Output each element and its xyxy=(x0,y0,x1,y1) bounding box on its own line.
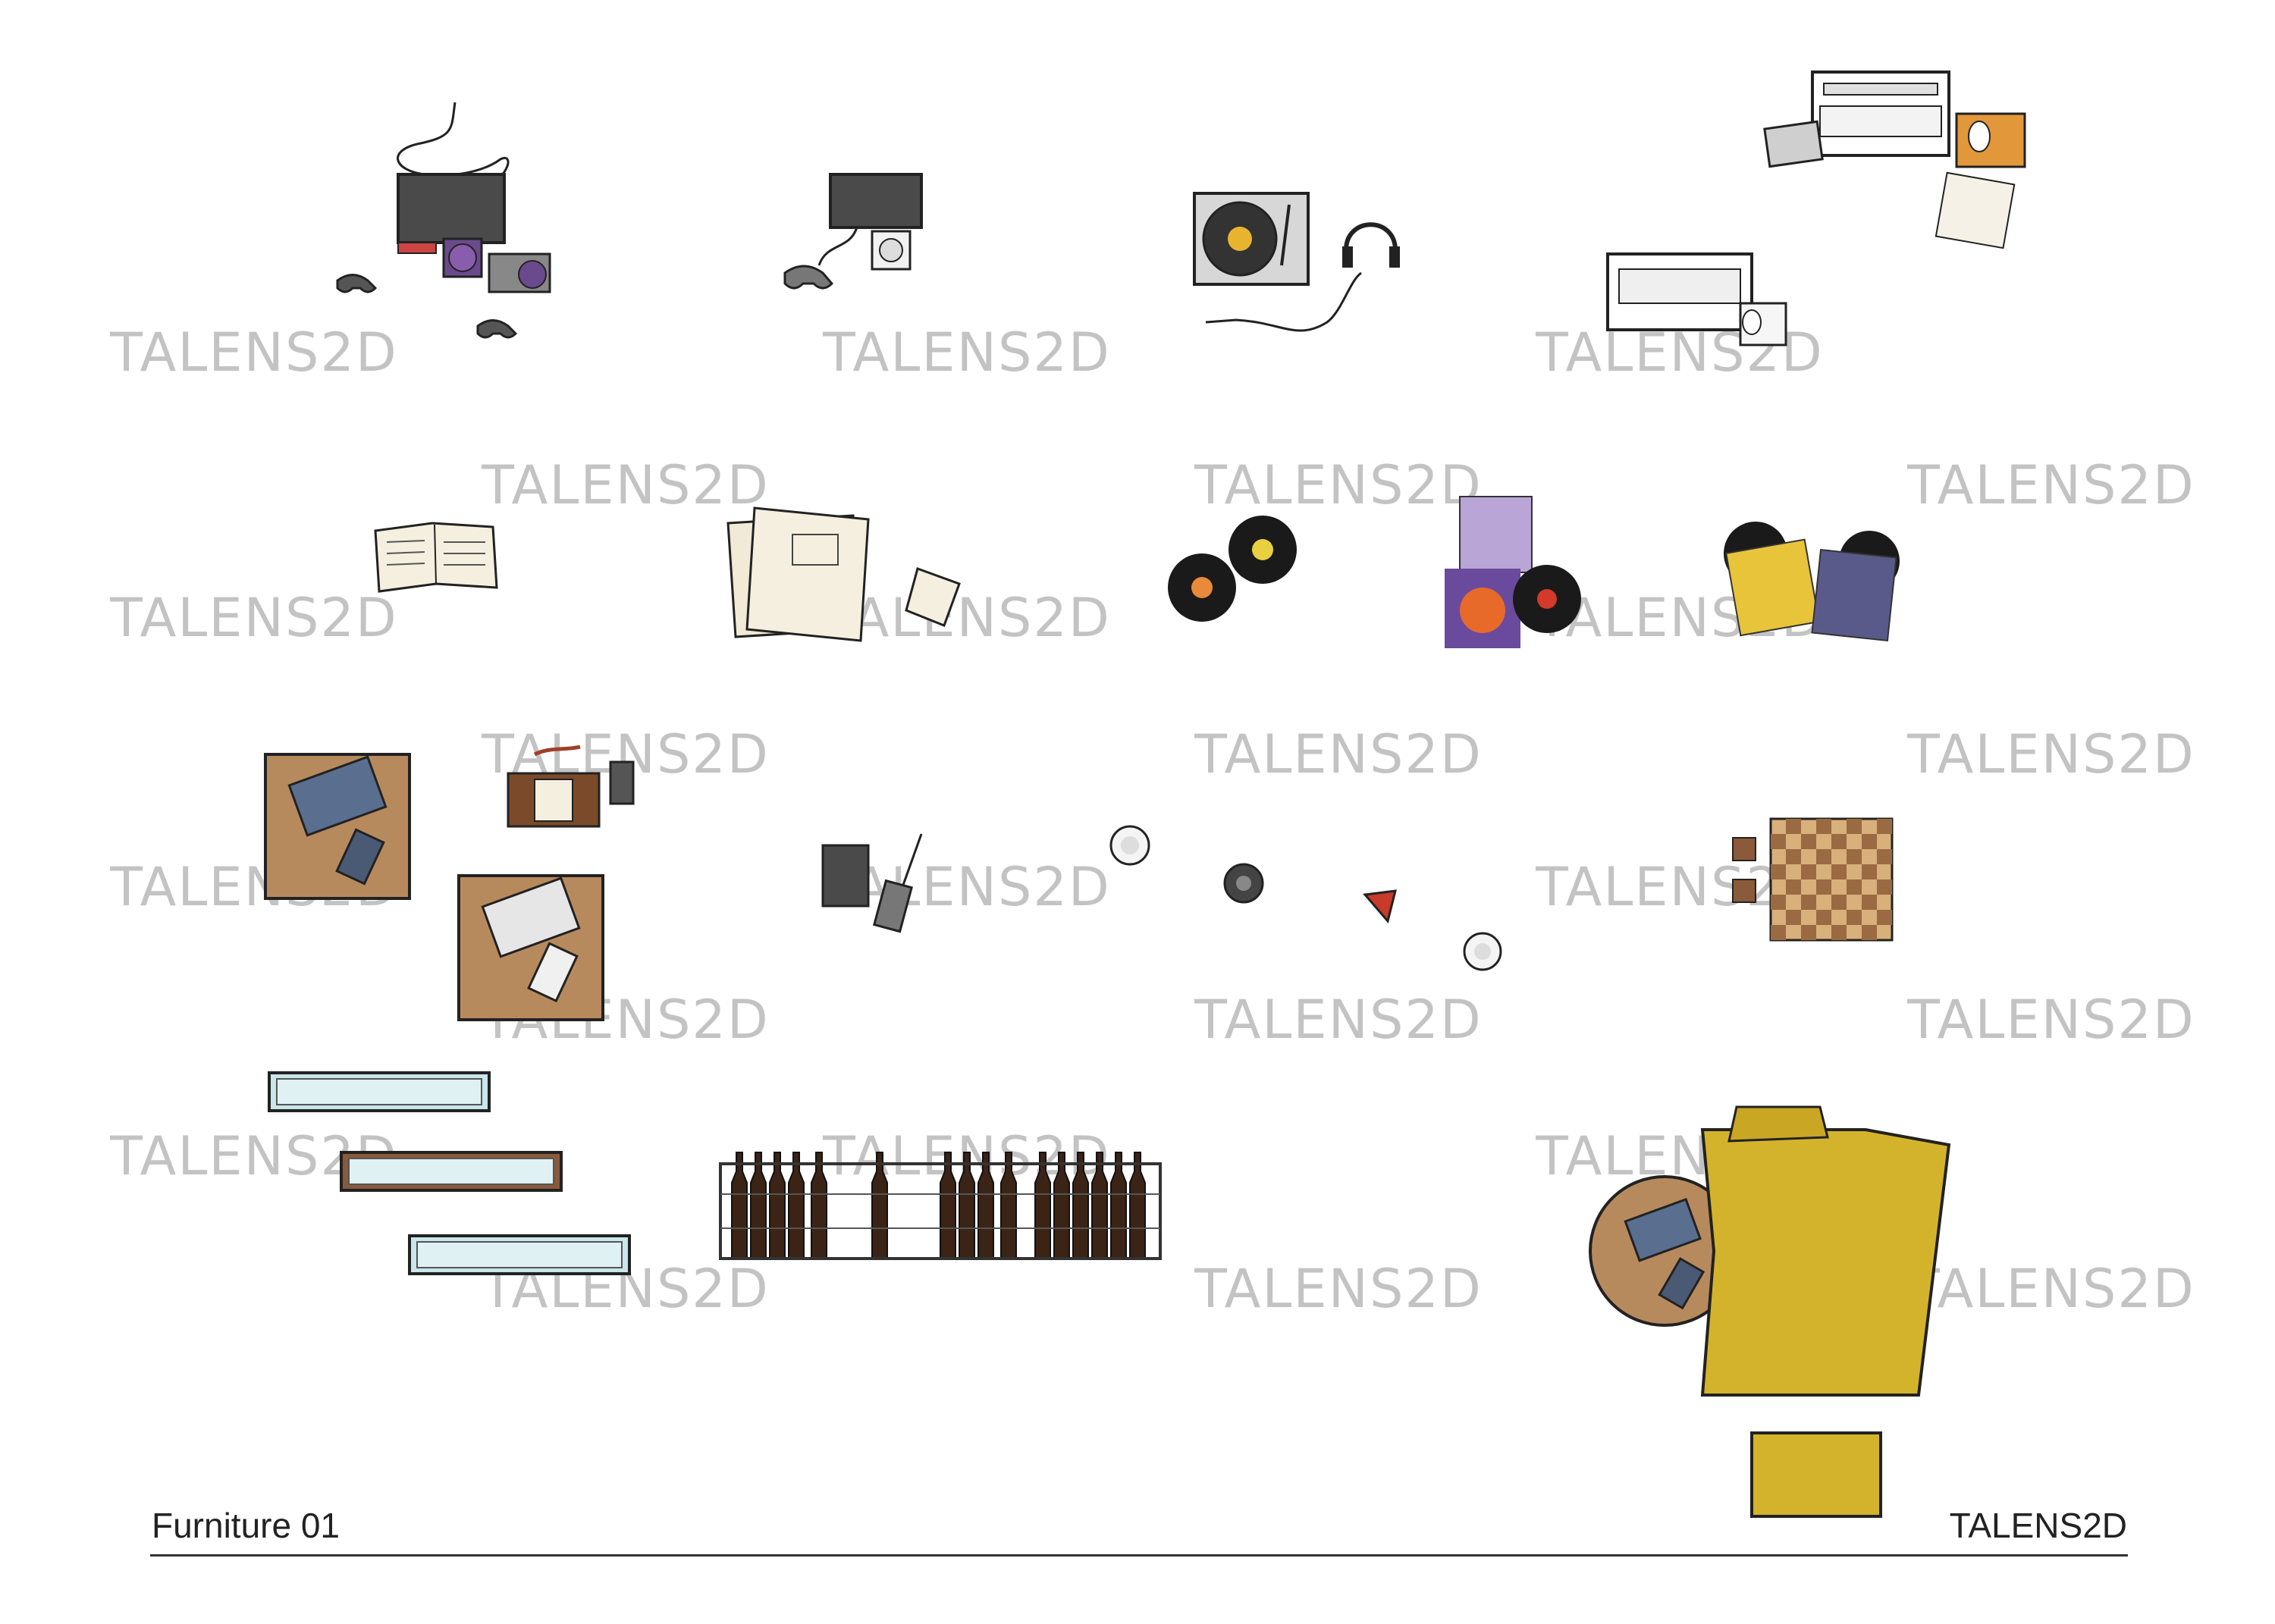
game-console-icon xyxy=(336,102,551,339)
newspaper-icon xyxy=(374,522,498,593)
watermark-text: TALENS2D xyxy=(1194,989,1483,1051)
watermark-text: TALENS2D xyxy=(1907,454,2195,516)
watermark-text: TALENS2D xyxy=(1907,989,2195,1051)
album-covers-icon xyxy=(1445,496,1581,648)
window-pane-3-icon xyxy=(408,1234,631,1275)
watermark-text: TALENS2D xyxy=(1907,723,2195,785)
console-disc-icon xyxy=(783,173,923,290)
ashtray-red-icon xyxy=(1363,889,1397,924)
ashtray-dark-icon xyxy=(1223,863,1264,904)
turntable-icon xyxy=(1193,192,1400,332)
walkie-talkie-icon xyxy=(821,833,923,933)
footer-divider xyxy=(150,1554,2128,1557)
chess-board-icon xyxy=(1732,817,1894,942)
side-table-phone-icon xyxy=(457,874,604,1021)
window-pane-2-icon xyxy=(340,1151,563,1192)
watermark-text: TALENS2D xyxy=(1194,1258,1483,1320)
armchair-icon xyxy=(1589,1105,1951,1518)
wine-rack-icon xyxy=(719,1152,1162,1260)
brand-label: TALENS2D xyxy=(1949,1506,2127,1545)
side-table-radio-icon xyxy=(264,753,411,900)
sheet-title: Furniture 01 xyxy=(152,1506,340,1545)
notebook-phone-icon xyxy=(507,745,635,828)
vinyl-records-icon xyxy=(1168,516,1297,622)
record-albums-icon xyxy=(1724,522,1900,642)
watermark-text: TALENS2D xyxy=(110,587,398,649)
laptop-workstation-icon xyxy=(1606,71,2026,346)
window-pane-1-icon xyxy=(268,1071,491,1112)
ashtray-small-icon xyxy=(1463,932,1502,971)
newspaper-stack-icon xyxy=(726,506,961,642)
watermark-text: TALENS2D xyxy=(1194,723,1483,785)
watermark-text: TALENS2D xyxy=(823,321,1111,384)
ashtray-icon xyxy=(1109,825,1150,866)
watermark-text: TALENS2D xyxy=(1194,454,1483,516)
